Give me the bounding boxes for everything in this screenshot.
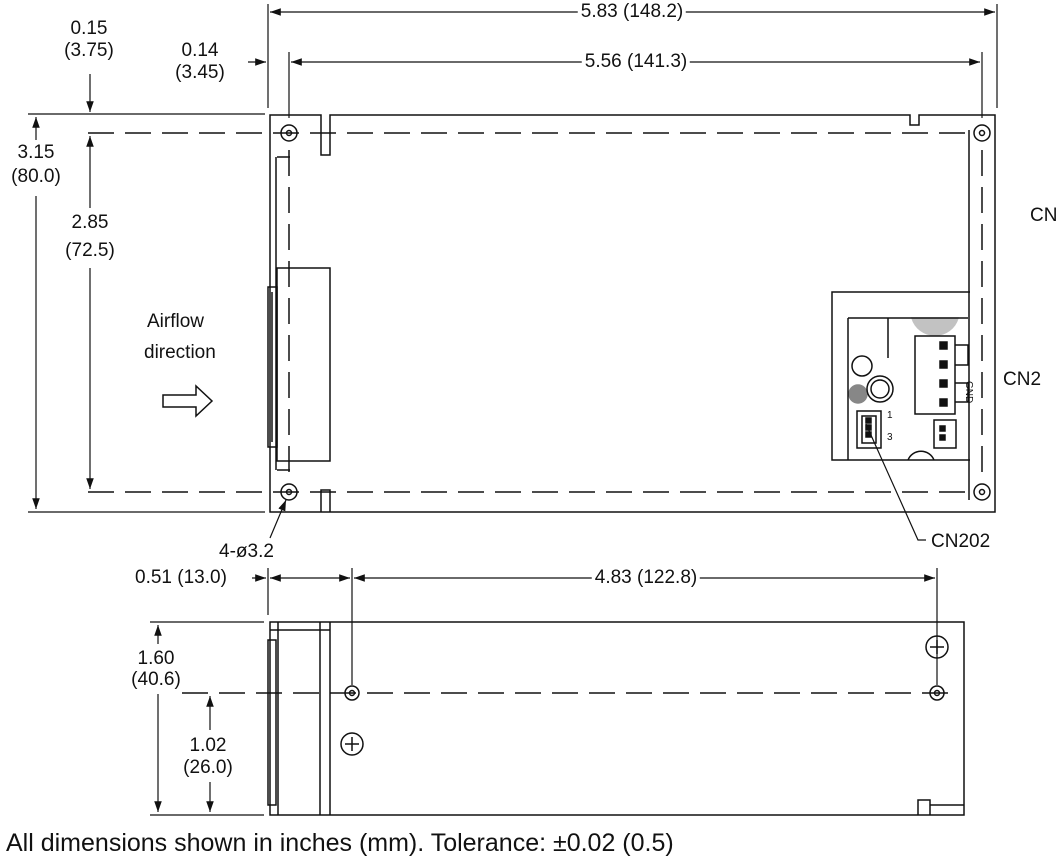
cn202-leader — [865, 423, 926, 541]
top-view-dimensions — [28, 4, 998, 513]
mount-hole-bottom-left — [280, 483, 298, 501]
chassis-outline — [269, 114, 996, 513]
pin-1-label: 1 — [887, 410, 893, 421]
dim-edge-top-in: 0.15 — [70, 18, 108, 39]
side-view — [182, 621, 965, 816]
dim-hole-spacing-width-mm: (72.5) — [62, 240, 118, 261]
top-view — [88, 114, 996, 541]
side-hole-right — [929, 685, 945, 701]
dim-hole-spacing-width-in: 2.85 — [68, 212, 112, 233]
screw-icon — [340, 732, 364, 756]
gnd-silk-label: GND — [963, 381, 974, 404]
dim-hole-height-mm: (26.0) — [180, 757, 236, 778]
dim-edge-top-mm: (3.75) — [64, 40, 114, 61]
dim-side-hole-spacing: 4.83 (122.8) — [591, 567, 701, 588]
mount-hole-bottom-right — [973, 483, 991, 501]
side-hole-left — [344, 685, 360, 701]
airflow-label-line2: direction — [144, 342, 216, 363]
side-chassis-outline — [269, 621, 965, 816]
mount-hole-top-right — [973, 124, 991, 142]
dim-edge-left-mm: (3.45) — [175, 62, 225, 83]
dim-hole-spacing-length: 5.56 (141.3) — [581, 51, 691, 72]
hole-leader — [269, 499, 287, 539]
dim-front-offset: 0.51 (13.0) — [132, 567, 230, 588]
connector-cn2-label: CN2 — [1003, 369, 1042, 390]
dim-hole-height-in: 1.02 — [186, 735, 230, 756]
dim-overall-width-mm: (80.0) — [8, 166, 64, 187]
dim-overall-length: 5.83 (148.2) — [577, 1, 687, 22]
cn202-connector — [856, 410, 882, 449]
connector-cn202-label: CN202 — [931, 531, 991, 552]
footnote: All dimensions shown in inches (mm). Tol… — [6, 829, 674, 857]
airflow-label-line1: Airflow — [147, 311, 205, 332]
connector-cn-label: CN — [1030, 205, 1058, 226]
pin-3-label: 3 — [887, 432, 893, 443]
mount-holes-label: 4-ø3.2 — [219, 541, 274, 562]
airflow-arrow-icon — [162, 384, 214, 418]
cn2-terminal-block — [914, 335, 956, 415]
dim-edge-left-in: 0.14 — [181, 40, 219, 61]
mount-hole-top-left — [280, 124, 298, 142]
dim-overall-width-in: 3.15 — [14, 142, 58, 163]
dim-height-mm: (40.6) — [128, 669, 184, 690]
fan — [267, 267, 331, 462]
connector-area — [831, 291, 970, 461]
dim-height-in: 1.60 — [134, 648, 178, 669]
